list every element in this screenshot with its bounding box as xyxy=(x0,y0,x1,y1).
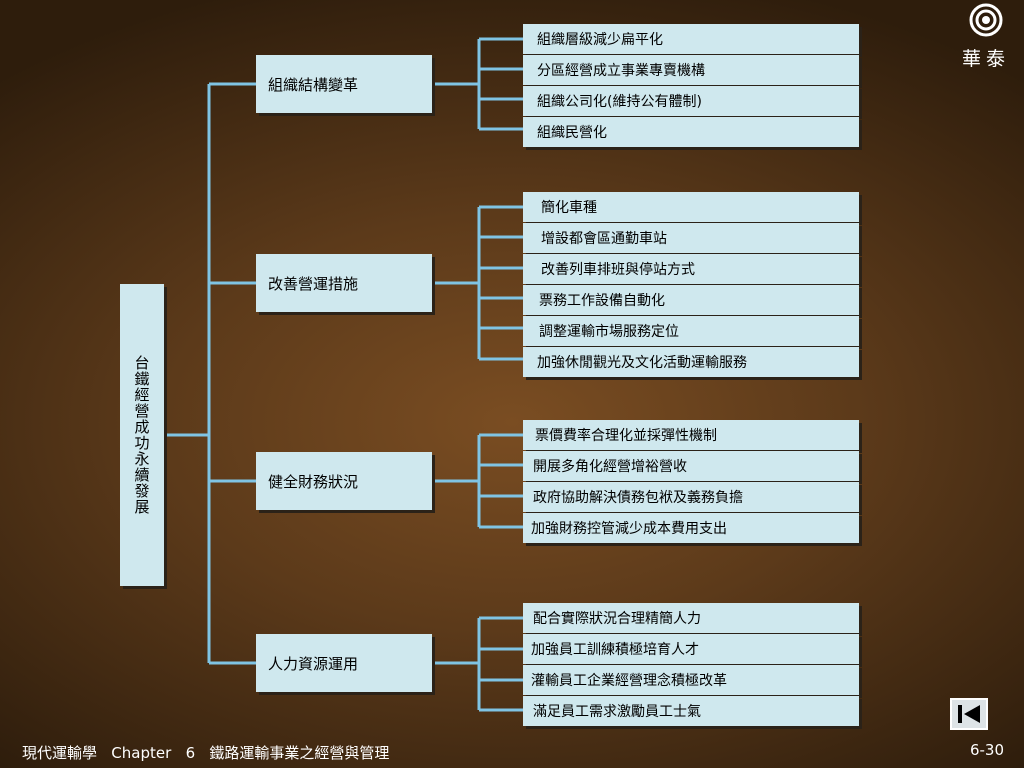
publisher-logo: 華泰 xyxy=(956,2,1016,71)
leaf-node: 組織公司化(維持公有體制) xyxy=(523,86,859,116)
leaf-node: 開展多角化經營增裕營收 xyxy=(523,451,859,481)
category-node-human-resources: 人力資源運用 xyxy=(256,634,432,692)
root-node: 台鐵經營成功永續發展 xyxy=(120,284,164,586)
leaf-node: 政府協助解決債務包袱及義務負擔 xyxy=(523,482,859,512)
leaf-group-organization: 組織層級減少扁平化 分區經營成立事業專賣機構 組織公司化(維持公有體制) 組織民… xyxy=(523,24,859,148)
category-label: 改善營運措施 xyxy=(268,274,359,293)
leaf-node: 增設都會區通勤車站 xyxy=(523,223,859,253)
leaf-node: 加強員工訓練積極培育人才 xyxy=(523,634,859,664)
back-to-start-button[interactable] xyxy=(950,698,988,730)
leaf-node: 加強財務控管減少成本費用支出 xyxy=(523,513,859,543)
leaf-group-finance: 票價費率合理化並採彈性機制 開展多角化經營增裕營收 政府協助解決債務包袱及義務負… xyxy=(523,420,859,544)
category-label: 人力資源運用 xyxy=(268,654,359,673)
skip-back-icon xyxy=(958,705,980,723)
leaf-node: 加強休閒觀光及文化活動運輸服務 xyxy=(523,347,859,377)
leaf-node: 改善列車排班與停站方式 xyxy=(523,254,859,284)
root-node-label: 台鐵經營成功永續發展 xyxy=(132,355,151,515)
leaf-node: 組織層級減少扁平化 xyxy=(523,24,859,54)
leaf-node: 灌輸員工企業經營理念積極改革 xyxy=(523,665,859,695)
category-node-finance: 健全財務狀況 xyxy=(256,452,432,510)
leaf-group-human-resources: 配合實際狀況合理精簡人力 加強員工訓練積極培育人才 灌輸員工企業經營理念積極改革… xyxy=(523,603,859,727)
category-label: 組織結構變革 xyxy=(268,75,359,94)
logo-text: 華泰 xyxy=(961,48,1010,70)
page-number: 6-30 xyxy=(969,741,1004,759)
leaf-node: 票務工作設備自動化 xyxy=(523,285,859,315)
leaf-node: 配合實際狀況合理精簡人力 xyxy=(523,603,859,633)
footer-caption: 現代運輸學 Chapter 6 鐵路運輸事業之經營與管理 xyxy=(22,744,390,762)
leaf-group-operations: 簡化車種 增設都會區通勤車站 改善列車排班與停站方式 票務工作設備自動化 調整運… xyxy=(523,192,859,378)
leaf-node: 分區經營成立事業專賣機構 xyxy=(523,55,859,85)
category-label: 健全財務狀況 xyxy=(268,472,359,491)
leaf-node: 票價費率合理化並採彈性機制 xyxy=(523,420,859,450)
category-node-operations: 改善營運措施 xyxy=(256,254,432,312)
leaf-node: 滿足員工需求激勵員工士氣 xyxy=(523,696,859,726)
leaf-node: 組織民營化 xyxy=(523,117,859,147)
leaf-node: 簡化車種 xyxy=(523,192,859,222)
spiral-logo-icon xyxy=(969,3,1003,37)
leaf-node: 調整運輸市場服務定位 xyxy=(523,316,859,346)
category-node-organization: 組織結構變革 xyxy=(256,55,432,113)
